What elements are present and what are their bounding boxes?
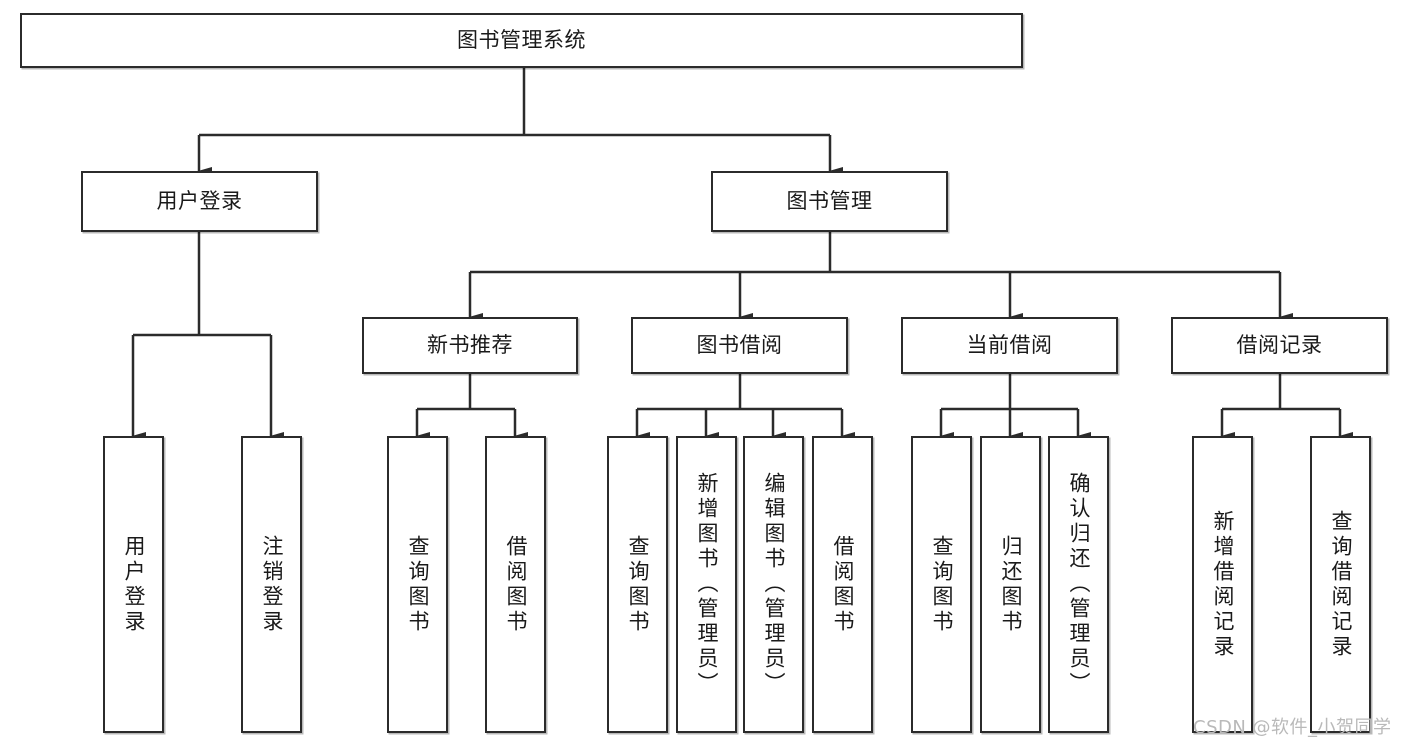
node-label: 图书管理系统 xyxy=(457,27,586,52)
node-label: 编辑图书（管理员） xyxy=(762,472,786,697)
node-label: 注销登录 xyxy=(260,534,284,635)
node-root-book-management-system[interactable]: 图书管理系统 xyxy=(20,13,1023,68)
node-label: 查询借阅记录 xyxy=(1329,509,1353,660)
node-new-book-recommend[interactable]: 新书推荐 xyxy=(362,317,578,374)
leaf-node-borrow-book[interactable]: 借阅图书 xyxy=(812,436,873,733)
node-label: 借阅图书 xyxy=(504,534,528,635)
leaf-node-edit-book-admin[interactable]: 编辑图书（管理员） xyxy=(743,436,804,733)
node-label: 确认归还（管理员） xyxy=(1067,472,1091,697)
leaf-node-query-book-current[interactable]: 查询图书 xyxy=(911,436,972,733)
leaf-node-borrow-book-recommend[interactable]: 借阅图书 xyxy=(485,436,546,733)
node-label: 当前借阅 xyxy=(966,332,1053,357)
leaf-node-user-login[interactable]: 用户登录 xyxy=(103,436,164,733)
node-label: 图书管理 xyxy=(786,188,873,213)
leaf-node-query-book-recommend[interactable]: 查询图书 xyxy=(387,436,448,733)
node-label: 新增图书（管理员） xyxy=(695,472,719,697)
watermark: CSDN @软件_小贺同学 xyxy=(1193,717,1392,738)
leaf-node-logout[interactable]: 注销登录 xyxy=(241,436,302,733)
node-label: 借阅记录 xyxy=(1236,332,1323,357)
node-book-management[interactable]: 图书管理 xyxy=(711,171,948,232)
node-label: 查询图书 xyxy=(626,534,650,635)
leaf-node-query-borrow-record[interactable]: 查询借阅记录 xyxy=(1310,436,1371,733)
node-borrow-record[interactable]: 借阅记录 xyxy=(1171,317,1388,374)
node-label: 归还图书 xyxy=(999,534,1023,635)
leaf-node-query-book-borrow[interactable]: 查询图书 xyxy=(607,436,668,733)
node-label: 用户登录 xyxy=(156,188,243,213)
leaf-node-confirm-return-admin[interactable]: 确认归还（管理员） xyxy=(1048,436,1109,733)
node-current-borrow[interactable]: 当前借阅 xyxy=(901,317,1118,374)
node-label: 查询图书 xyxy=(930,534,954,635)
leaf-node-add-borrow-record[interactable]: 新增借阅记录 xyxy=(1192,436,1253,733)
node-user-login[interactable]: 用户登录 xyxy=(81,171,318,232)
leaf-node-add-book-admin[interactable]: 新增图书（管理员） xyxy=(676,436,737,733)
node-label: 新增借阅记录 xyxy=(1211,509,1235,660)
node-book-borrow[interactable]: 图书借阅 xyxy=(631,317,848,374)
node-label: 借阅图书 xyxy=(831,534,855,635)
node-label: 用户登录 xyxy=(122,534,146,635)
node-label: 图书借阅 xyxy=(696,332,783,357)
node-label: 新书推荐 xyxy=(427,332,513,357)
leaf-node-return-book[interactable]: 归还图书 xyxy=(980,436,1041,733)
node-label: 查询图书 xyxy=(406,534,430,635)
